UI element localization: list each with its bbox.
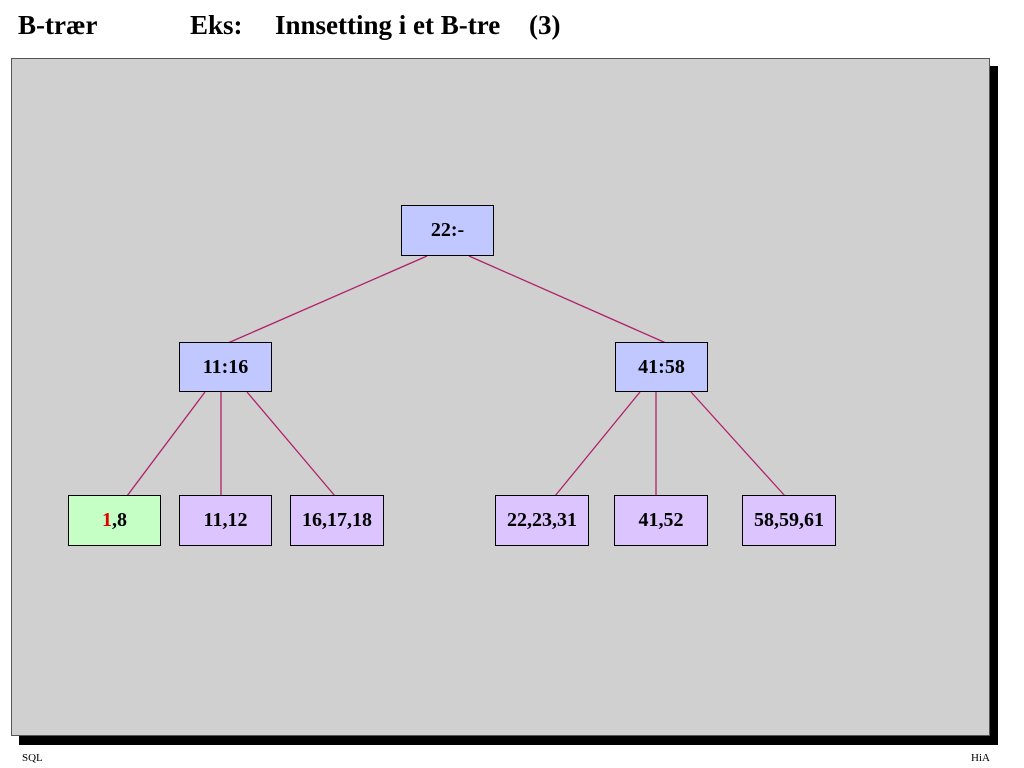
left-internal-keys: 11:16: [202, 355, 249, 378]
section-title: B-trær: [18, 10, 98, 40]
leaf-node-2: 11,12: [179, 495, 272, 546]
root-node-keys: 22:-: [430, 219, 465, 241]
edge-right-leaf4: [554, 391, 641, 497]
right-internal-keys: 41:58: [638, 355, 685, 378]
right-internal-node: 41:58: [615, 342, 708, 392]
edge-left-leaf1: [126, 391, 206, 497]
edge-root-left: [227, 255, 428, 344]
footer-course: SQL: [22, 752, 43, 764]
step-number: (3): [529, 10, 561, 40]
leaf-node-4: 22,23,31: [495, 495, 589, 546]
edge-left-leaf3: [246, 391, 336, 497]
diagram-panel: [11, 58, 990, 736]
new-inserted-key: 1: [102, 509, 112, 531]
leaf-node-3: 16,17,18: [290, 495, 384, 546]
slide-title: Innsetting i et B-tre: [275, 10, 501, 40]
leaf-2-keys: 11,12: [203, 509, 248, 531]
leaf-node-5: 41,52: [614, 495, 708, 546]
leaf-3-keys: 16,17,18: [302, 509, 372, 531]
leaf-6-keys: 58,59,61: [754, 509, 824, 531]
leaf-node-1: 1,8: [68, 495, 161, 546]
left-internal-node: 11:16: [179, 342, 272, 392]
example-label: Eks:: [190, 10, 243, 40]
leaf-node-6: 58,59,61: [742, 495, 836, 546]
leaf-5-keys: 41,52: [638, 509, 684, 531]
leaf-1-keys: ,8: [112, 509, 127, 531]
edge-right-leaf6: [690, 391, 786, 497]
leaf-4-keys: 22,23,31: [507, 509, 577, 531]
footer-institution: HiA: [971, 752, 990, 764]
root-node: 22:-: [401, 205, 494, 256]
edge-root-right: [468, 255, 667, 344]
